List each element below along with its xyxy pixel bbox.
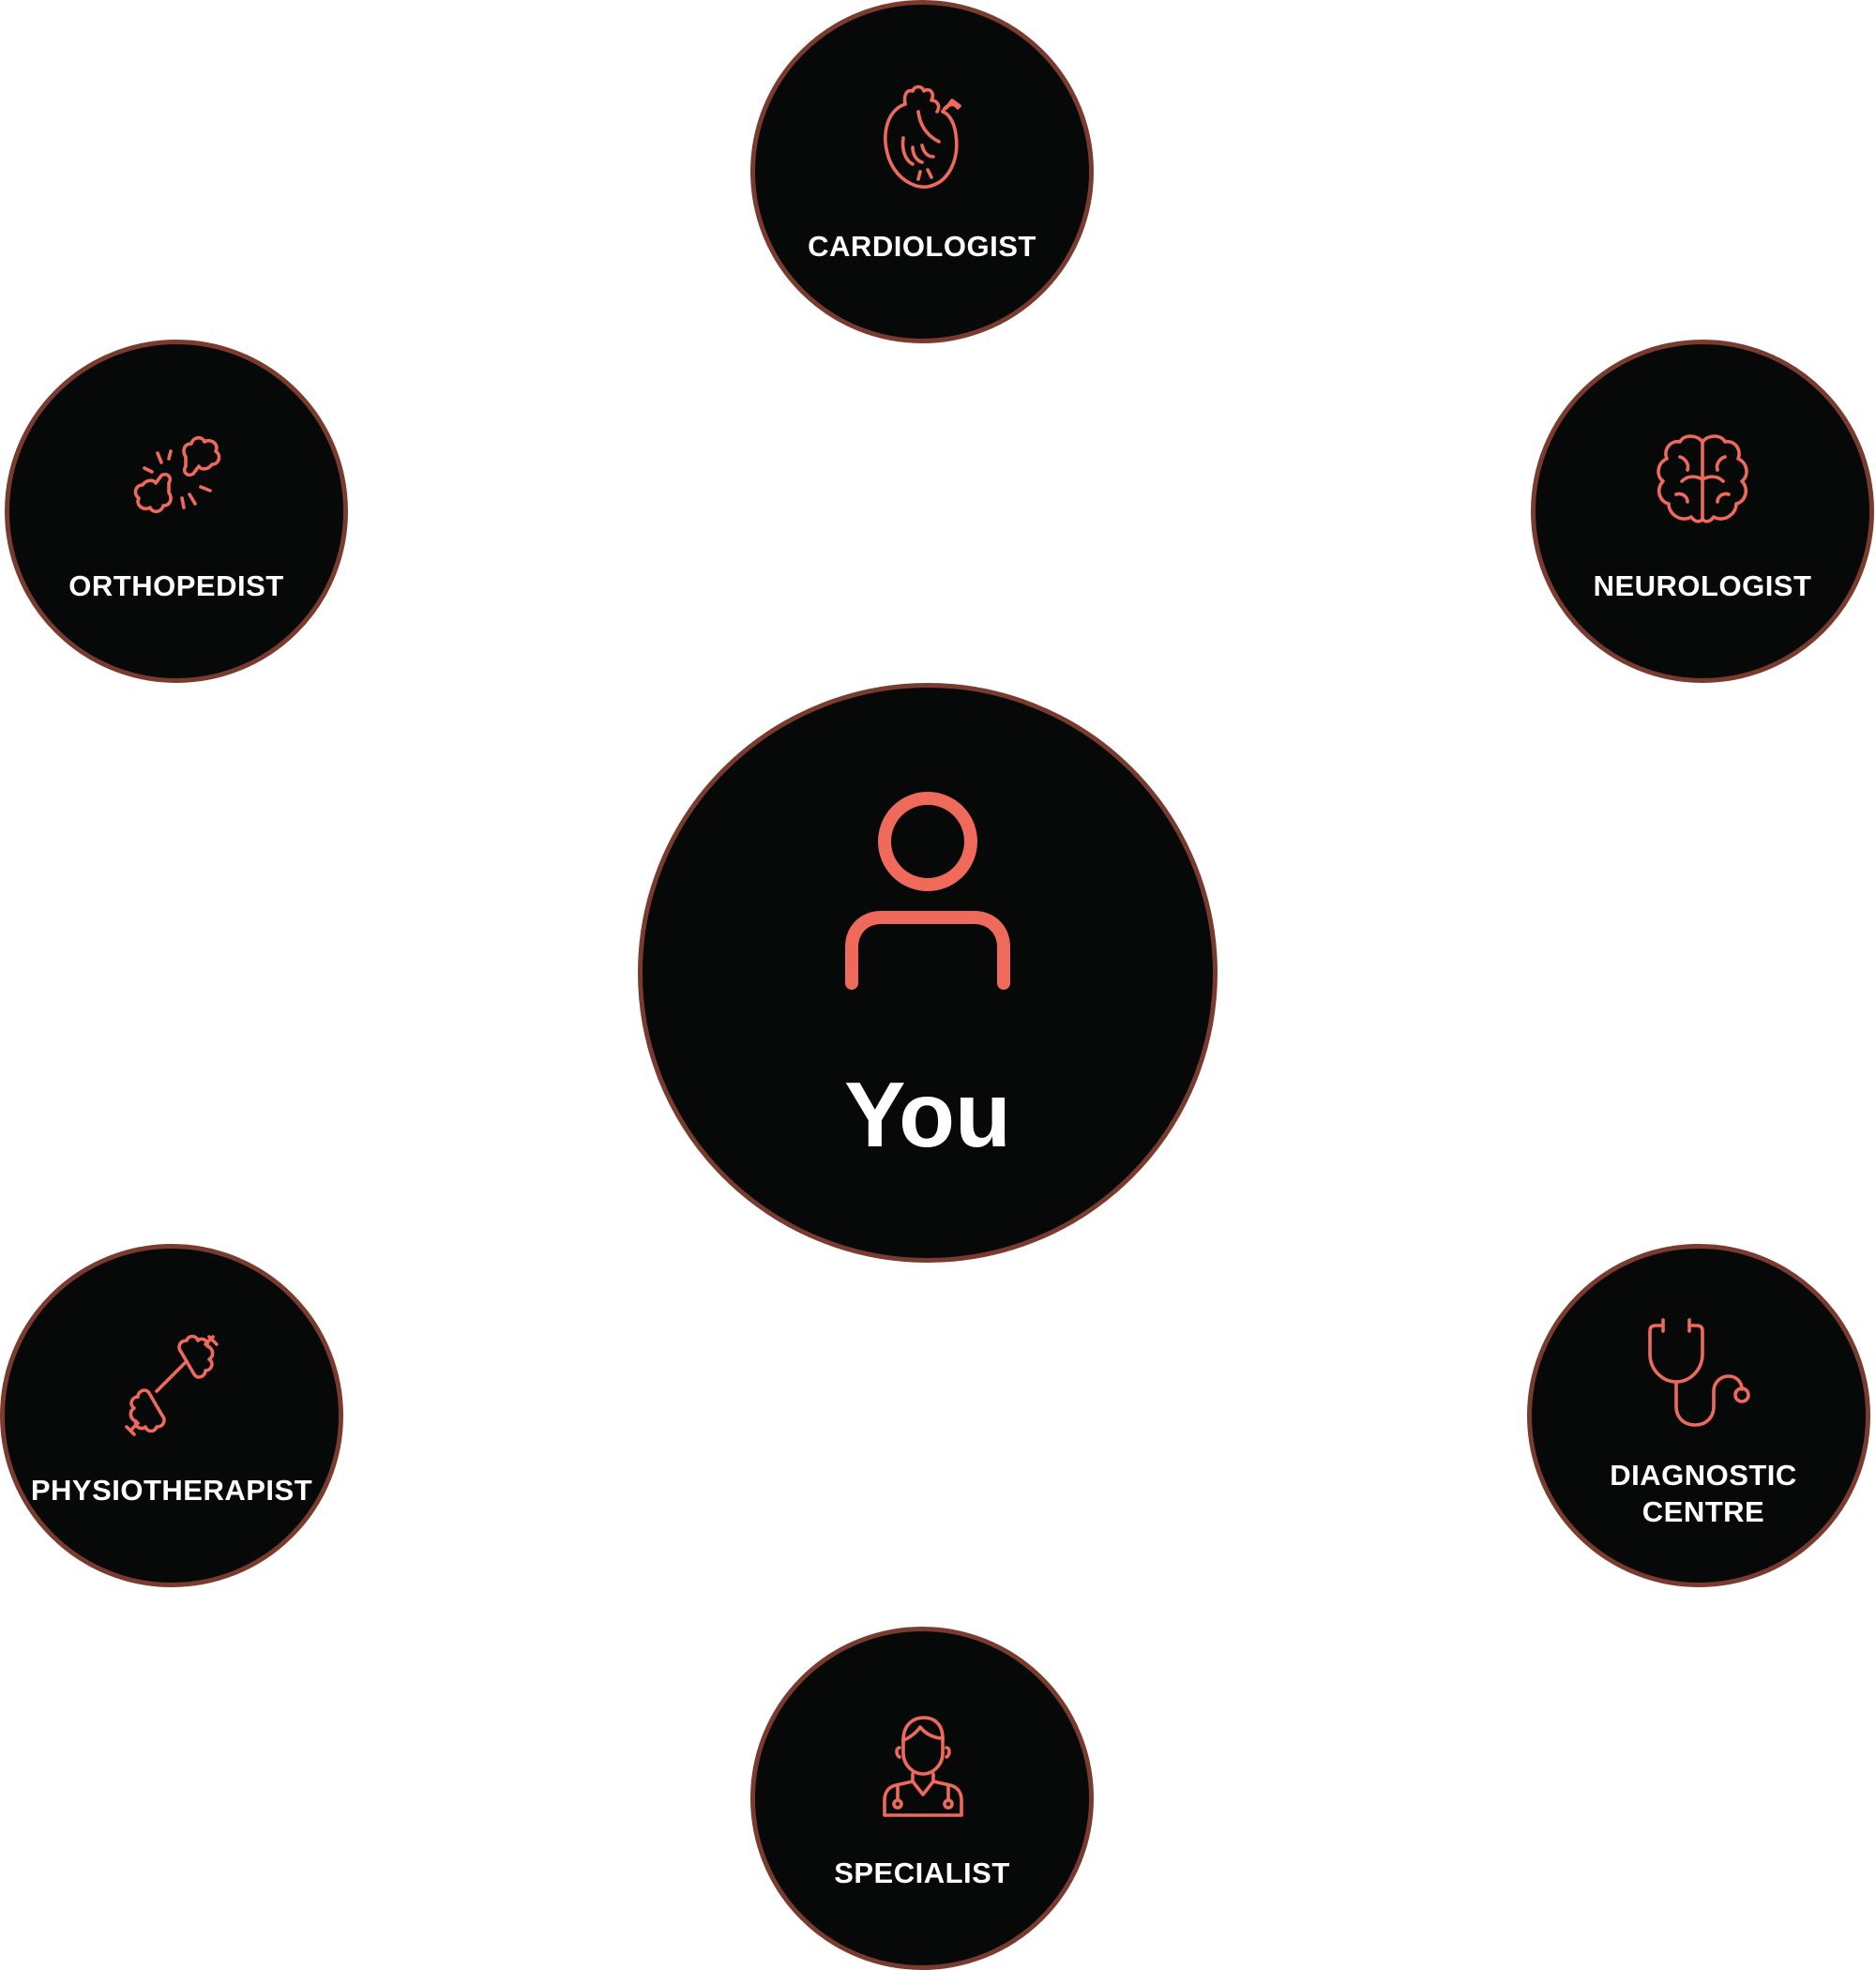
node-label: NEUROLOGIST xyxy=(1593,569,1812,602)
node-diagnostic-centre[interactable]: DIAGNOSTIC CENTRE xyxy=(1527,1244,1870,1587)
center-label: You xyxy=(844,1063,1011,1166)
user-icon xyxy=(845,792,1010,990)
node-orthopedist[interactable]: ORTHOPEDIST xyxy=(5,340,348,683)
broken-bone-icon xyxy=(133,435,221,514)
node-label: SPECIALIST xyxy=(834,1856,1010,1889)
node-you[interactable]: You xyxy=(638,683,1218,1263)
node-label: PHYSIOTHERAPIST xyxy=(30,1474,313,1507)
doctor-icon xyxy=(883,1716,963,1817)
node-label: CARDIOLOGIST xyxy=(808,230,1036,263)
node-neurologist[interactable]: NEUROLOGIST xyxy=(1531,340,1874,683)
node-label: ORTHOPEDIST xyxy=(68,569,284,602)
stethoscope-icon xyxy=(1648,1318,1750,1427)
dumbbell-icon xyxy=(125,1334,219,1436)
node-specialist[interactable]: SPECIALIST xyxy=(750,1627,1094,1970)
brain-icon xyxy=(1657,434,1748,523)
node-physiotherapist[interactable]: PHYSIOTHERAPIST xyxy=(0,1244,343,1587)
heart-icon xyxy=(884,84,961,189)
node-cardiologist[interactable]: CARDIOLOGIST xyxy=(750,0,1094,343)
node-label: DIAGNOSTIC CENTRE xyxy=(1610,1459,1797,1528)
